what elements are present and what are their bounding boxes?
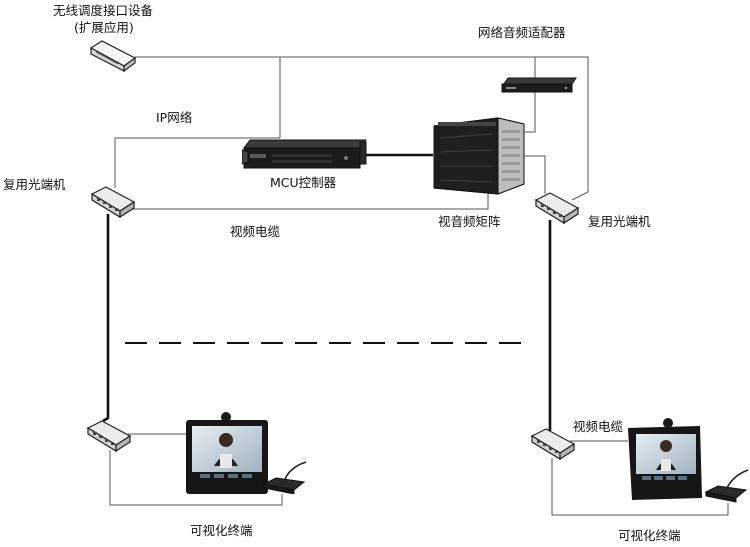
- wireless-dispatch-device: [88, 38, 138, 74]
- visual-terminal-left-screen: [184, 410, 270, 496]
- wire-right-optical-to-mic: [551, 458, 729, 516]
- label-ip-network: IP网络: [156, 110, 193, 125]
- label-optical-terminal-left: 复用光端机: [3, 177, 66, 192]
- label-mcu-controller: MCU控制器: [270, 175, 337, 190]
- optical-terminal-bottom-left: [84, 418, 132, 454]
- wire-top-bus: [280, 56, 589, 201]
- label-visual-terminal-left: 可视化终端: [190, 523, 253, 538]
- optical-terminal-bottom-right: [528, 426, 576, 462]
- label-video-cable-top: 视频电缆: [230, 224, 281, 239]
- network-audio-adapter: [500, 76, 578, 94]
- label-visual-terminal-right: 可视化终端: [618, 528, 681, 543]
- optical-terminal-right: [532, 190, 580, 226]
- label-optical-terminal-right: 复用光端机: [588, 214, 651, 229]
- wire-adapter-to-matrix: [520, 92, 536, 133]
- visual-terminal-right-screen: [626, 418, 704, 502]
- label-wireless-device: 无线调度接口设备: [53, 3, 154, 18]
- wire-left-optical-to-mic: [109, 450, 283, 506]
- label-video-cable-right: 视频电缆: [573, 419, 624, 434]
- mcu-controller: [242, 138, 368, 172]
- optical-terminal-left: [88, 184, 136, 220]
- visual-terminal-right-microphone: [704, 468, 750, 504]
- fiber-right: [545, 220, 552, 434]
- fiber-left: [102, 214, 110, 423]
- av-matrix: [432, 114, 528, 196]
- label-av-matrix: 视音频矩阵: [438, 214, 501, 229]
- wire-ip-network: [114, 137, 280, 188]
- wire-video-cable-top: [130, 188, 489, 210]
- label-wireless-device-extension: (扩展应用): [74, 20, 134, 35]
- label-audio-adapter: 网络音频适配器: [478, 25, 566, 40]
- visual-terminal-left-microphone: [262, 460, 308, 494]
